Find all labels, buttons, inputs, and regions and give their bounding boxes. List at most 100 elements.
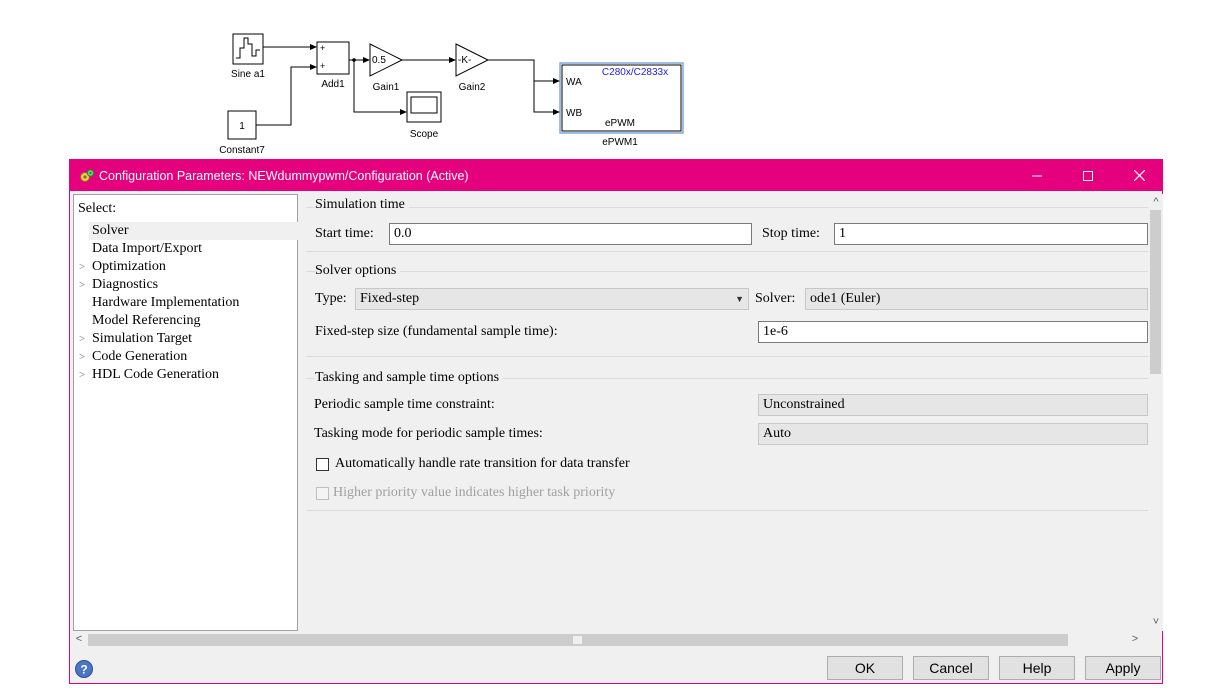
horizontal-scroll-thumb[interactable] [88,634,1068,646]
tree-item-label: Model Referencing [92,313,201,328]
constant-value: 1 [239,121,245,132]
fixed-step-size-value: 1e-6 [763,324,788,339]
group-divider [306,251,1148,252]
epwm-block[interactable]: C280x/C2833x WA WB ePWM ePWM1 [559,62,684,148]
solver-type-value: Fixed-step [360,291,420,306]
periodic-constraint-select[interactable]: Unconstrained [758,394,1148,416]
fixed-step-size-label: Fixed-step size (fundamental sample time… [315,324,558,339]
scope-block[interactable]: Scope [406,91,442,140]
tree-item-label: Hardware Implementation [92,295,240,310]
close-button[interactable] [1116,160,1162,191]
configuration-parameters-dialog: Configuration Parameters: NEWdummypwm/Co… [69,159,1163,684]
minimize-button[interactable] [1014,160,1060,191]
vertical-scrollbar[interactable]: ^ ˅ [1148,194,1163,631]
priority-checkbox[interactable] [316,487,329,500]
tree-item-hardware-implementation[interactable]: Hardware Implementation [92,294,239,312]
stop-time-label: Stop time: [762,226,820,241]
start-time-value: 0.0 [394,226,412,241]
apply-button[interactable]: Apply [1085,656,1161,680]
horizontal-scrollbar[interactable]: < > [70,631,1148,648]
minimize-icon [1032,175,1042,176]
vertical-scroll-thumb[interactable] [1150,210,1161,374]
tree-item-model-referencing[interactable]: Model Referencing [92,312,200,330]
tree-item-hdl-code-generation[interactable]: >HDL Code Generation [79,366,219,384]
tree-item-optimization[interactable]: >Optimization [79,258,166,276]
gain1-label: Gain1 [373,82,400,93]
category-tree: Select: Solver Data Import/Export >Optim… [73,194,298,631]
gain1-block[interactable]: 0.5 Gain1 [369,43,404,93]
tree-item-label: Solver [92,223,129,238]
tree-header: Select: [78,201,117,216]
sine-label: Sine a1 [231,69,265,80]
solver-select[interactable]: ode1 (Euler) [805,288,1148,310]
group-divider [306,356,1148,357]
stop-time-input[interactable]: 1 [834,223,1148,245]
signal-arrows [310,44,560,115]
epwm-title: C280x/C2833x [602,67,668,78]
solver-settings-pane: Simulation time Start time: 0.0 Stop tim… [298,194,1148,631]
solver-type-select[interactable]: Fixed-step ▼ [355,288,749,310]
add-label: Add1 [321,79,345,90]
chevron-right-icon[interactable]: > [79,333,86,345]
chevron-right-icon[interactable]: > [79,261,86,273]
chevron-right-icon[interactable]: > [79,279,86,291]
rate-transition-label[interactable]: Automatically handle rate transition for… [335,456,630,471]
ok-button[interactable]: OK [827,656,903,680]
title-bar[interactable]: Configuration Parameters: NEWdummypwm/Co… [70,160,1162,191]
sine-block[interactable]: Sine a1 [231,33,265,80]
tree-item-label: Data Import/Export [92,241,203,256]
gear-icon [80,169,95,182]
signal-lines [256,46,553,126]
dialog-title: Configuration Parameters: NEWdummypwm/Co… [99,169,469,183]
group-divider [306,271,1148,272]
scroll-left-icon[interactable]: < [75,633,83,645]
help-button[interactable]: Help [999,656,1075,680]
solver-value: ode1 (Euler) [810,291,881,306]
group-divider [306,378,1148,379]
scroll-down-icon[interactable]: ˅ [1152,616,1160,628]
close-icon [1133,170,1145,181]
tree-item-label: Diagnostics [92,277,159,292]
tree-item-solver[interactable]: Solver [89,222,298,240]
tree-item-label: Code Generation [92,349,188,364]
scroll-up-icon[interactable]: ^ [1153,196,1159,208]
fixed-step-size-input[interactable]: 1e-6 [758,321,1148,343]
periodic-constraint-label: Periodic sample time constraint: [314,397,495,412]
scope-label: Scope [410,129,439,140]
epwm-port-wb: WB [566,108,582,119]
help-icon[interactable]: ? [75,660,93,678]
add-plus-bottom: + [320,61,325,71]
priority-label: Higher priority value indicates higher t… [333,485,616,500]
start-time-input[interactable]: 0.0 [389,223,752,245]
tasking-group-label: Tasking and sample time options [315,369,504,387]
stop-time-value: 1 [839,226,846,241]
chevron-right-icon[interactable]: > [79,369,86,381]
tree-item-simulation-target[interactable]: > Simulation Target [79,330,192,348]
rate-transition-checkbox[interactable] [316,458,329,471]
start-time-label: Start time: [315,226,374,241]
constant-block[interactable]: 1 Constant7 [219,110,265,156]
simulink-diagram: Sine a1 1 Constant7 + + Add1 0.5 Gain1 -… [219,33,684,156]
group-divider [306,207,1148,208]
solver-options-group-label: Solver options [315,262,401,280]
tree-item-label: Simulation Target [92,331,192,346]
tree-item-diagnostics[interactable]: > Diagnostics [79,276,159,294]
maximize-button[interactable] [1065,160,1111,191]
tasking-mode-value: Auto [763,426,791,441]
periodic-constraint-value: Unconstrained [763,397,845,412]
tree-item-data-import-export[interactable]: Data Import/Export [92,240,202,258]
gain1-value: 0.5 [372,55,386,66]
tasking-mode-select[interactable]: Auto [758,423,1148,445]
epwm-label: ePWM1 [602,137,638,148]
add-block[interactable]: + + Add1 [316,41,350,90]
maximize-icon [1083,170,1093,181]
cancel-button[interactable]: Cancel [913,656,989,680]
chevron-right-icon[interactable]: > [79,351,86,363]
scroll-right-icon[interactable]: > [1131,633,1139,645]
tree-item-code-generation[interactable]: > Code Generation [79,348,188,366]
gain2-label: Gain2 [459,82,486,93]
sine-wave-icon [236,37,260,59]
scroll-grip-icon [573,636,582,644]
simulation-time-group-label: Simulation time [315,196,409,214]
gain2-block[interactable]: -K- Gain2 [455,43,490,93]
